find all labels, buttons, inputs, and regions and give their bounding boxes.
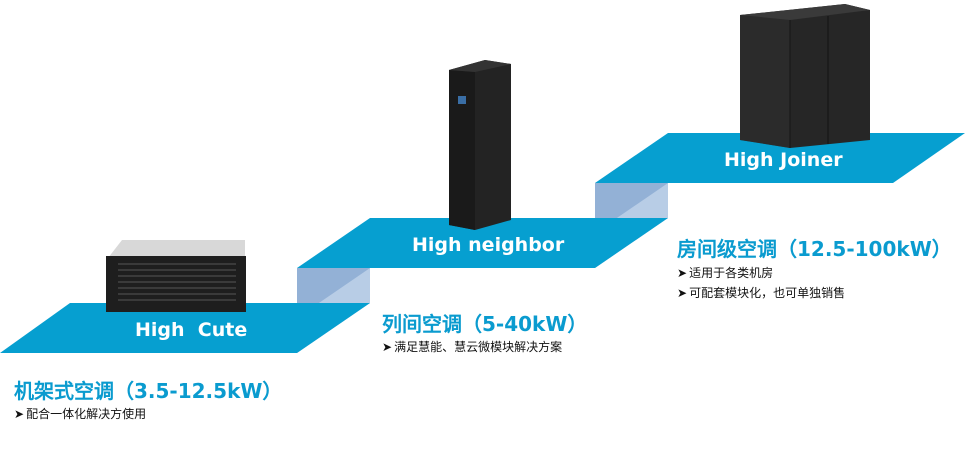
arrowhead-icon: ➤ <box>677 266 688 280</box>
step-3 <box>595 133 965 183</box>
arrowhead-icon: ➤ <box>382 340 393 354</box>
row-ac-bullet: ➤满足慧能、慧云微模块解决方案 <box>382 340 563 354</box>
rack-ac-bullet: ➤配合一体化解决方使用 <box>14 407 147 421</box>
step-2-label: High neighbor <box>412 234 565 256</box>
arrowhead-icon: ➤ <box>677 286 688 300</box>
rack-ac-title: 机架式空调（3.5-12.5kW） <box>14 379 283 403</box>
step-2 <box>297 218 668 268</box>
room-ac-bullet-1: ➤适用于各类机房 <box>677 266 774 280</box>
row-ac-unit-image <box>449 60 511 230</box>
step-1-label: High Cute <box>135 319 248 341</box>
room-ac-unit-image <box>740 4 870 148</box>
arrowhead-icon: ➤ <box>14 407 25 421</box>
room-ac-bullet-2: ➤可配套模块化，也可单独销售 <box>677 286 846 300</box>
rack-ac-unit-image <box>106 240 246 312</box>
step-1 <box>0 303 370 353</box>
step-3-label: High Joiner <box>724 149 843 171</box>
room-ac-title: 房间级空调（12.5-100kW） <box>677 237 952 261</box>
row-ac-title: 列间空调（5-40kW） <box>382 312 588 336</box>
